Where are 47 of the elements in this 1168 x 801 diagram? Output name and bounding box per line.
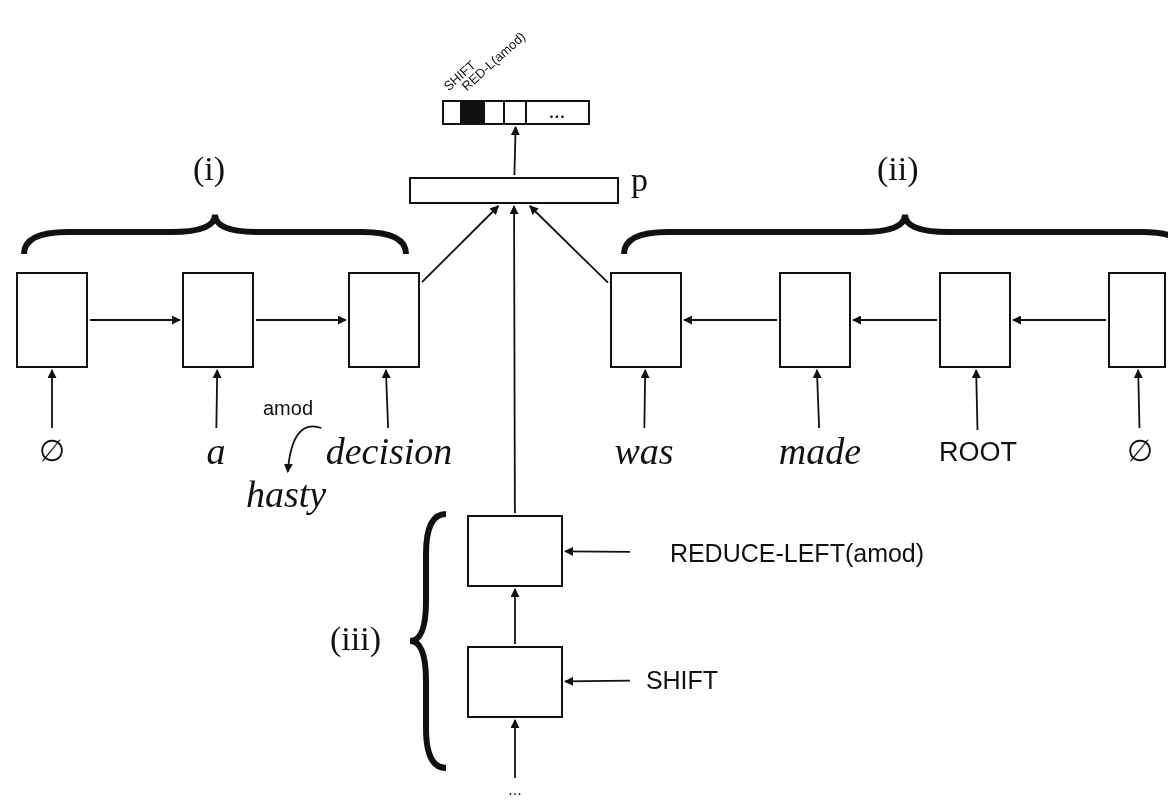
group-label: (ii) — [877, 152, 919, 186]
arrow — [421, 205, 500, 284]
group-label: (iii) — [330, 622, 381, 656]
arrow — [510, 126, 520, 176]
arrow — [1012, 315, 1107, 325]
arrow — [381, 369, 391, 429]
word-label: a — [206, 432, 226, 470]
state-box — [467, 515, 563, 587]
word-label: hasty — [245, 475, 327, 513]
state-box — [182, 272, 254, 368]
group-label: (i) — [193, 152, 226, 186]
state-box — [610, 272, 682, 368]
state-box — [939, 272, 1011, 368]
ellipsis: ... — [549, 104, 566, 121]
word-label: made — [778, 432, 862, 470]
arrow — [510, 588, 520, 645]
word-label: was — [614, 432, 674, 470]
arrow — [564, 676, 631, 686]
arrow — [89, 315, 181, 325]
token-label: ... — [508, 782, 522, 798]
arrow — [528, 205, 609, 284]
state-box — [348, 272, 420, 368]
arrow — [509, 205, 519, 514]
token-label: SHIFT — [645, 667, 719, 693]
state-box — [16, 272, 88, 368]
arrow — [812, 369, 822, 429]
arrow — [510, 719, 520, 779]
token-label: ROOT — [939, 438, 1017, 466]
state-box — [1108, 272, 1166, 368]
arrow — [564, 546, 631, 556]
token-label: REDUCE-LEFT(amod) — [669, 540, 925, 566]
edge-label: amod — [262, 398, 315, 418]
arrow — [1133, 369, 1143, 429]
state-box — [779, 272, 851, 368]
vector-label: p — [631, 163, 648, 197]
arrow — [255, 315, 347, 325]
arrow — [852, 315, 938, 325]
token-label: ∅ — [1127, 436, 1153, 466]
word-label: decision — [325, 432, 453, 470]
token-label: ∅ — [39, 436, 65, 466]
arrow — [971, 369, 981, 431]
arrow — [640, 369, 650, 429]
arrow — [47, 369, 57, 429]
arrow — [212, 369, 222, 429]
arrow — [284, 425, 323, 473]
state-box — [467, 646, 563, 718]
arrow — [683, 315, 778, 325]
